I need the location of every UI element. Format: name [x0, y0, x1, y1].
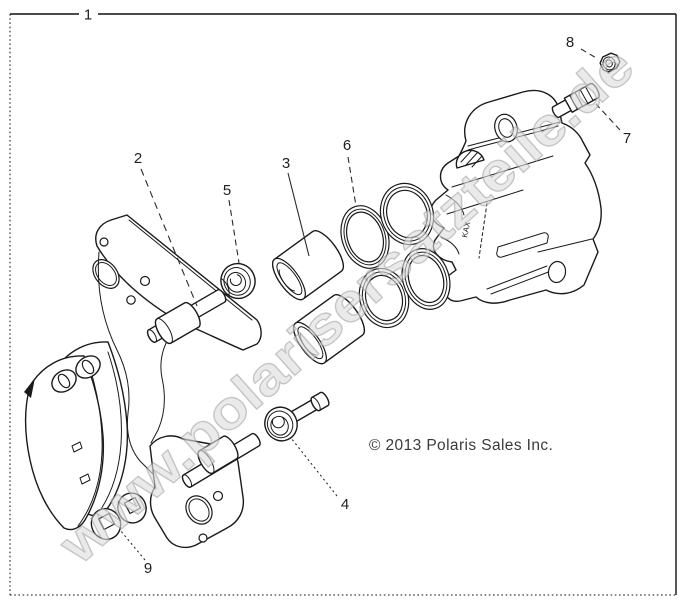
mounting-bolt	[264, 391, 330, 442]
copyright-text: © 2013 Polaris Sales Inc.	[369, 437, 553, 454]
piston-upper	[271, 230, 345, 301]
pad-shade-wedge	[24, 378, 35, 398]
piston-lower	[292, 294, 366, 365]
caliper-pistons	[271, 230, 366, 365]
callout-2-label: 2	[134, 150, 142, 167]
upper-pin-boss	[154, 301, 201, 345]
callout-6-label: 6	[343, 137, 351, 154]
callout-7: 7	[595, 103, 631, 147]
seal-ring-3	[358, 267, 410, 329]
callout-9-label: 9	[144, 560, 152, 577]
seal-ring-1	[340, 205, 390, 269]
callout-3-label: 3	[282, 155, 290, 172]
seal-ring-4	[401, 248, 451, 310]
caliper-body: KAX	[430, 89, 602, 304]
bracket-small-hole-2	[139, 275, 151, 287]
callout-2: 2	[134, 150, 198, 307]
bracket-plate	[95, 214, 262, 351]
callout-8: 8	[566, 34, 599, 60]
bracket-arm-left-edge	[97, 251, 157, 478]
bracket-small-hole-1	[99, 237, 109, 247]
callout-4: 4	[290, 437, 349, 513]
caliper-pad-window	[496, 232, 549, 258]
watermark-text: www.polarisersatzteile.de	[47, 35, 645, 575]
caliper-casting-mark: KAX	[460, 220, 472, 238]
callout-5-label: 5	[223, 182, 231, 199]
bleeder-screw	[551, 82, 600, 119]
callout-8-label: 8	[566, 34, 574, 51]
callout-3: 3	[282, 155, 310, 257]
flange-small-hole-1	[212, 490, 224, 502]
bracket-large-hole	[92, 259, 120, 289]
callout-1-label: 1	[84, 7, 92, 24]
flange-large-hole	[185, 495, 213, 525]
bracket-small-hole-3	[126, 295, 136, 305]
cap-nut	[599, 52, 621, 73]
callouts: 2 3 4 5 6 7 8 9	[119, 34, 631, 577]
callout-7-label: 7	[623, 130, 631, 147]
caliper-banjo-boss	[455, 149, 485, 169]
seal-ring-2	[379, 182, 435, 246]
callout-6: 6	[343, 137, 357, 207]
lower-pin-boss	[197, 435, 239, 475]
flange-small-hole-2	[198, 533, 208, 543]
brake-pads	[24, 341, 147, 541]
piston-seals	[340, 182, 451, 329]
pin-boot-grommet	[220, 262, 256, 300]
assembly-frame: 1	[9, 7, 677, 596]
callout-4-label: 4	[341, 496, 349, 513]
callout-5: 5	[223, 182, 240, 264]
callout-9: 9	[119, 529, 152, 577]
brake-pad-front	[24, 355, 105, 531]
caliper-body-details: KAX	[440, 113, 593, 295]
caliper-lug-hole	[547, 260, 567, 284]
